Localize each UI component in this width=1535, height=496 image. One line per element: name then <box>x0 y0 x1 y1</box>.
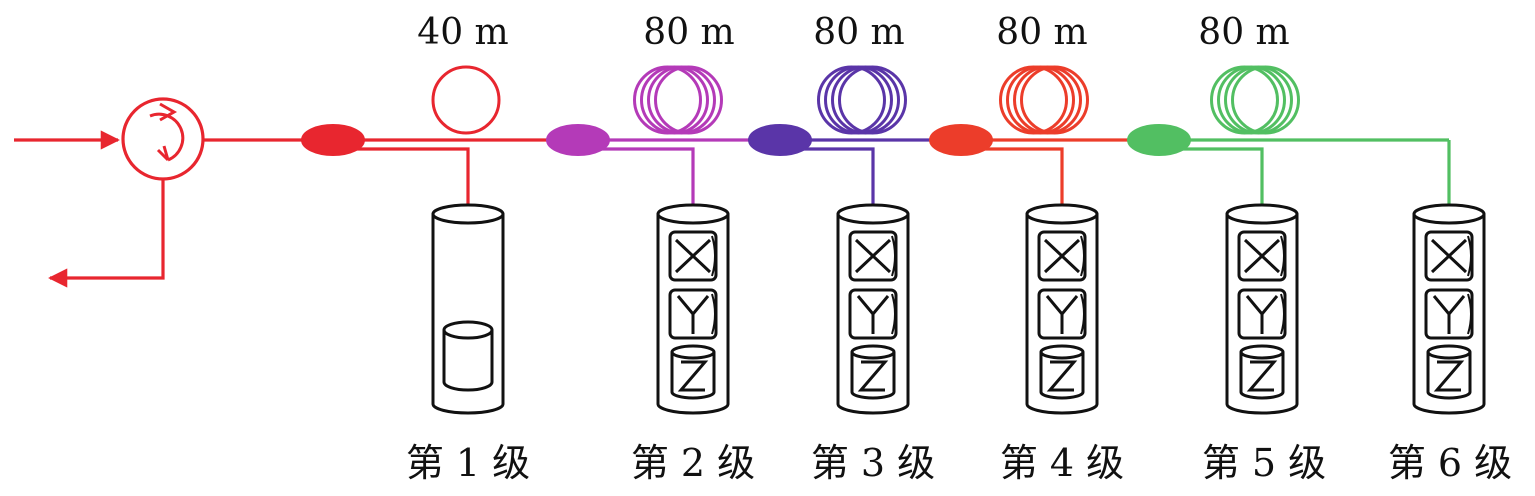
hydrophone-top <box>1025 203 1099 225</box>
drop-fiber-2 <box>600 147 695 208</box>
y-axis-glyph <box>1045 295 1079 334</box>
z-axis-cylinder-top <box>850 344 896 360</box>
x-axis-glyph <box>1243 238 1281 274</box>
coil-loop <box>824 65 893 135</box>
y-axis-curve <box>711 293 716 335</box>
hydrophone-icon <box>1225 203 1299 415</box>
z-axis-glyph <box>1046 360 1078 392</box>
coil-loop <box>817 65 886 135</box>
drop-fiber-1 <box>355 147 470 208</box>
stage-labels: 第 1 级 第 2 级 第 3 级 第 4 级 第 5 级 第 6 级 <box>406 441 1512 485</box>
x-axis-curve <box>1467 235 1472 277</box>
z-axis-cylinder-top <box>670 344 716 360</box>
coil-loop <box>633 65 702 135</box>
coil-loop <box>1020 65 1089 135</box>
hydrophone-icon <box>1025 203 1099 415</box>
z-axis-glyph <box>1246 360 1278 392</box>
coil-loop <box>1217 65 1286 135</box>
coupler-icon <box>1127 124 1191 156</box>
y-axis-curve <box>891 293 896 335</box>
fiber-length-label-3: 80 m <box>813 12 904 53</box>
z-axis-glyph <box>857 360 889 392</box>
fiber-length-label-4: 80 m <box>996 12 1087 53</box>
drop-fiber-3 <box>802 147 875 208</box>
stage-label-2: 第 2 级 <box>631 441 755 485</box>
coupler-icon <box>929 124 993 156</box>
coil-loop <box>1210 65 1279 135</box>
x-axis-glyph <box>1043 238 1081 274</box>
hydrophone-top <box>836 203 910 225</box>
y-axis-glyph <box>676 295 710 334</box>
coupler-icon <box>546 124 610 156</box>
z-axis-glyph <box>1433 360 1465 392</box>
y-axis-glyph <box>1432 295 1466 334</box>
coil-loop <box>1231 65 1300 135</box>
fiber-coil-icon <box>999 65 1089 135</box>
hydrophone-icon <box>431 203 505 415</box>
z-axis-cylinder-top <box>1426 344 1472 360</box>
z-axis-glyph <box>677 360 709 392</box>
fiber-coil-icon <box>1210 65 1300 135</box>
stage-label-4: 第 4 级 <box>1000 441 1124 485</box>
coil-loop <box>1013 65 1082 135</box>
hydrophone-icon <box>836 203 910 415</box>
hydrophone-top <box>656 203 730 225</box>
hydrophone-top <box>431 203 505 225</box>
hydrophone-top <box>1225 203 1299 225</box>
y-axis-glyph <box>856 295 890 334</box>
coupler-icon <box>748 124 812 156</box>
inner-cylinder-top <box>442 320 494 340</box>
hydrophone-icon <box>1412 203 1486 415</box>
x-axis-curve <box>1080 235 1085 277</box>
coil-loop <box>838 65 907 135</box>
output-fiber <box>48 180 165 288</box>
stage-label-1: 第 1 级 <box>406 441 530 485</box>
x-axis-curve <box>711 235 716 277</box>
drop-fiber-5 <box>1181 147 1264 208</box>
fiber-coil-icon <box>633 65 723 135</box>
hydrophone-icon <box>656 203 730 415</box>
x-axis-curve <box>1280 235 1285 277</box>
coil-loop <box>654 65 723 135</box>
x-axis-curve <box>891 235 896 277</box>
coil-loop <box>1006 65 1075 135</box>
sensors <box>431 203 1486 415</box>
coil-loop <box>647 65 716 135</box>
x-axis-glyph <box>854 238 892 274</box>
fiber-length-label-2: 80 m <box>643 12 734 53</box>
coupler-icon <box>301 124 365 156</box>
stage-label-6: 第 6 级 <box>1388 441 1512 485</box>
input-output-group <box>14 97 205 288</box>
fiber-length-label-5: 80 m <box>1198 12 1289 53</box>
x-axis-glyph <box>1430 238 1468 274</box>
stage-label-5: 第 5 级 <box>1202 441 1326 485</box>
coil-loop <box>431 65 501 135</box>
y-axis-curve <box>1280 293 1285 335</box>
inner-cylinder <box>442 330 494 392</box>
coil-loop <box>999 65 1068 135</box>
y-axis-glyph <box>1245 295 1279 334</box>
fiber-coil-icon <box>817 65 907 135</box>
y-axis-curve <box>1080 293 1085 335</box>
fiber-length-label-1: 40 m <box>417 12 508 53</box>
z-axis-cylinder-top <box>1039 344 1085 360</box>
coil-loop <box>640 65 709 135</box>
circulator-icon <box>121 97 205 181</box>
fiber-length-labels: 40 m 80 m 80 m 80 m 80 m <box>417 12 1289 53</box>
coil-loop <box>831 65 900 135</box>
x-axis-glyph <box>674 238 712 274</box>
drop-fiber-4 <box>983 147 1064 208</box>
fiber-trunk <box>203 138 1451 208</box>
couplers <box>301 124 1191 156</box>
fiber-coils <box>431 65 1300 135</box>
hydrophone-top <box>1412 203 1486 225</box>
y-axis-curve <box>1467 293 1472 335</box>
coil-loop <box>1224 65 1293 135</box>
z-axis-cylinder-top <box>1239 344 1285 360</box>
fiber-coil-icon <box>431 65 501 135</box>
stage-label-3: 第 3 级 <box>811 441 935 485</box>
